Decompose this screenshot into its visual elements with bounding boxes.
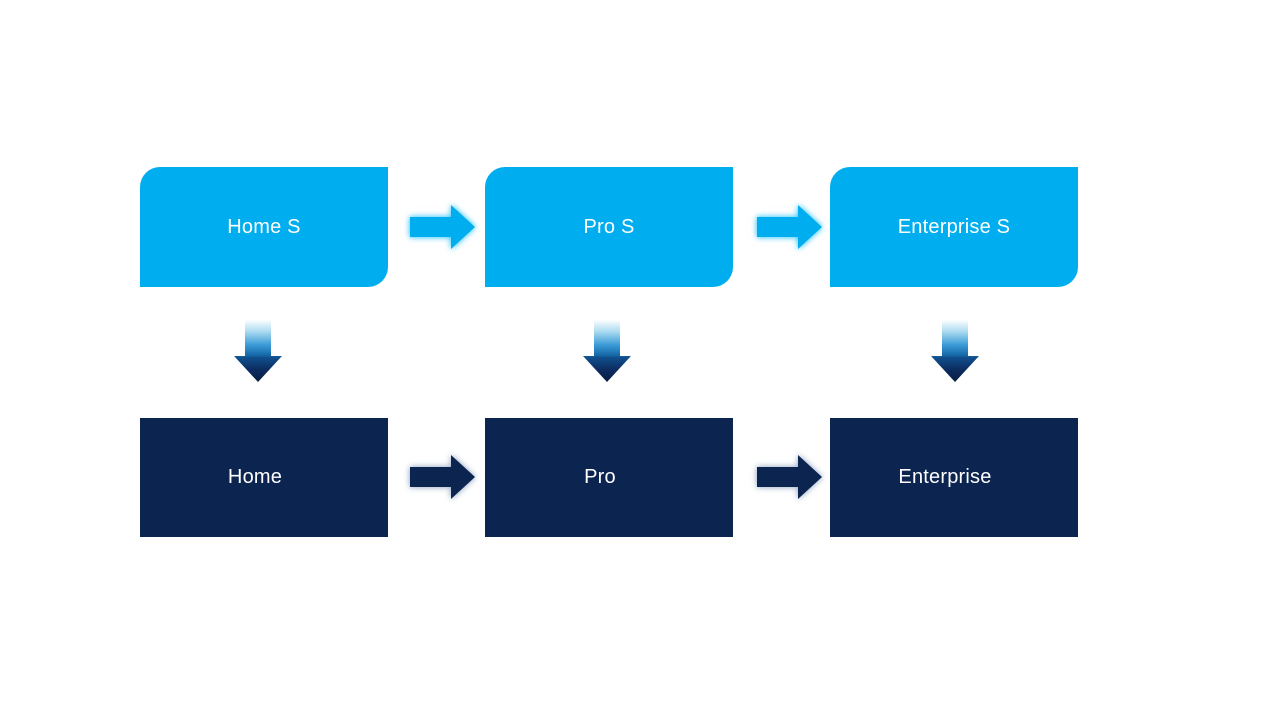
box-home-s: Home S: [140, 167, 388, 287]
box-pro-label: Pro: [584, 466, 616, 488]
box-pro: Pro: [485, 418, 733, 537]
box-home: Home: [140, 418, 388, 537]
down-arrow-icon: [234, 320, 282, 382]
box-home-s-label: Home S: [227, 215, 301, 238]
right-arrow-icon: [757, 455, 822, 499]
box-enterprise-s: Enterprise S: [830, 167, 1078, 287]
right-arrow-icon: [757, 205, 822, 249]
right-arrow-icon: [410, 455, 475, 499]
down-arrow-icon: [931, 320, 979, 382]
box-pro-s-label: Pro S: [583, 215, 635, 238]
box-enterprise-label: Enterprise: [898, 466, 992, 488]
box-enterprise-s-label: Enterprise S: [897, 215, 1011, 238]
box-home-label: Home: [227, 466, 283, 488]
box-pro-s: Pro S: [485, 167, 733, 287]
box-enterprise: Enterprise: [830, 418, 1078, 537]
right-arrow-icon: [410, 205, 475, 249]
down-arrow-icon: [583, 320, 631, 382]
